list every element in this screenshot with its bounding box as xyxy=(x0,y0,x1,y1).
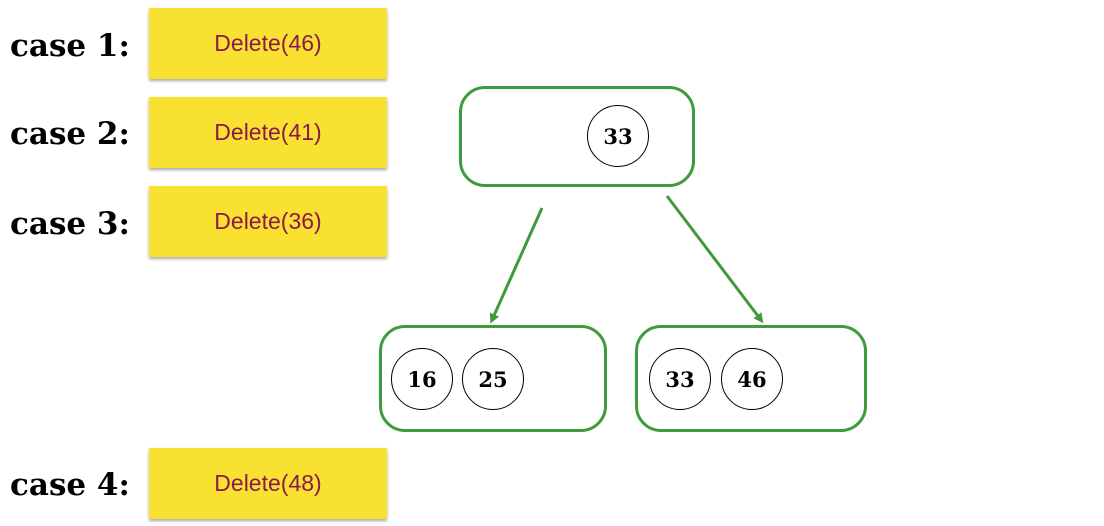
left-leaf-key: 25 xyxy=(462,348,524,410)
delete-46-button[interactable]: Delete(46) xyxy=(149,8,387,79)
delete-48-button[interactable]: Delete(48) xyxy=(149,448,387,519)
right-leaf-key: 46 xyxy=(721,348,783,410)
delete-36-button[interactable]: Delete(36) xyxy=(149,186,387,257)
right-leaf-key: 33 xyxy=(649,348,711,410)
edge-root-to-left-leaf xyxy=(489,207,544,324)
case-4-label: case 4: xyxy=(10,467,130,503)
case-3-label: case 3: xyxy=(10,206,130,242)
left-leaf-key: 16 xyxy=(391,348,453,410)
left-leaf-node: 16 25 xyxy=(379,325,607,432)
root-key: 33 xyxy=(587,105,649,167)
root-node: 33 xyxy=(459,86,695,187)
delete-46-button-label: Delete(46) xyxy=(214,30,322,56)
delete-48-button-label: Delete(48) xyxy=(214,470,322,496)
delete-41-button[interactable]: Delete(41) xyxy=(149,97,387,168)
delete-41-button-label: Delete(41) xyxy=(214,119,322,145)
right-leaf-node: 33 46 xyxy=(635,325,867,432)
case-2-label: case 2: xyxy=(10,116,130,152)
case-1-label: case 1: xyxy=(10,28,130,64)
delete-36-button-label: Delete(36) xyxy=(214,208,322,234)
edge-root-to-right-leaf xyxy=(665,195,764,324)
